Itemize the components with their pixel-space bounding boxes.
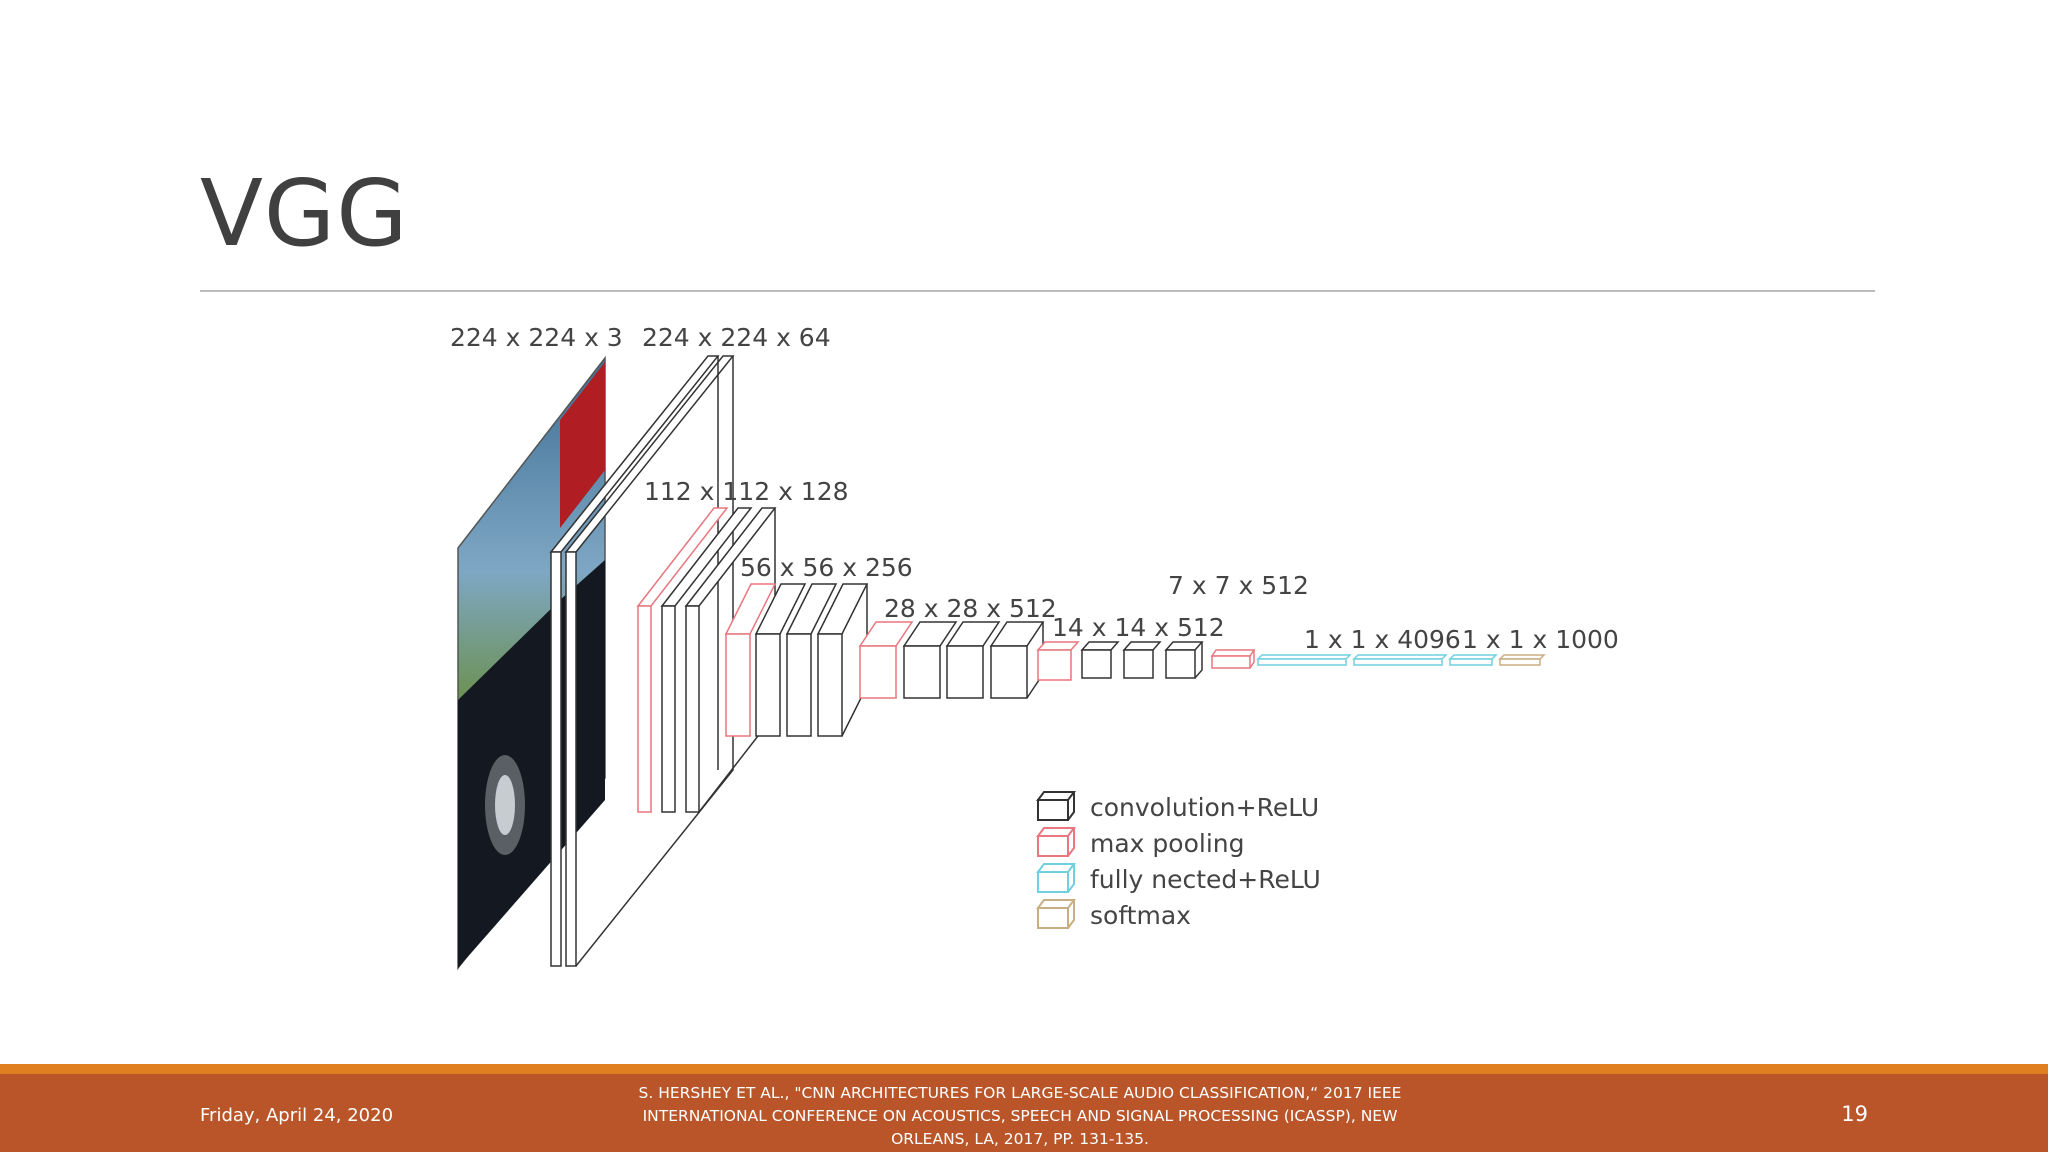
conv2-size-label: 112 x 112 x 128 — [644, 477, 849, 506]
title-divider — [200, 290, 1875, 292]
input-size-label: 224 x 224 x 3 — [450, 323, 623, 352]
footer-accent-bar — [0, 1064, 2048, 1074]
fc-size-label: 1 x 1 x 4096 — [1304, 625, 1461, 654]
legend-fc-item: fully nected+ReLU — [1036, 863, 1321, 894]
cube-icon — [1036, 827, 1076, 857]
conv3-block — [724, 583, 869, 737]
legend-pool-label: max pooling — [1090, 829, 1244, 858]
fc-layers — [1256, 654, 1498, 666]
softmax-layer — [1498, 654, 1546, 666]
input-image — [457, 355, 606, 971]
conv1-block — [549, 355, 735, 967]
pool5-size-label: 7 x 7 x 512 — [1168, 571, 1309, 600]
page-number: 19 — [1841, 1102, 1868, 1126]
conv5-block — [1036, 641, 1204, 681]
conv2-block — [636, 507, 777, 813]
cube-icon — [1036, 791, 1076, 821]
legend-conv-item: convolution+ReLU — [1036, 791, 1319, 822]
legend-pool-item: max pooling — [1036, 827, 1244, 858]
cube-icon — [1036, 899, 1076, 929]
legend: convolution+ReLU max pooling fully necte… — [1036, 791, 1321, 930]
conv4-size-label: 28 x 28 x 512 — [884, 594, 1057, 623]
legend-fc-label: fully nected+ReLU — [1090, 865, 1321, 894]
slide-title: VGG — [200, 160, 409, 267]
footer-citation: S. HERSHEY ET AL., "CNN ARCHITECTURES FO… — [638, 1084, 1402, 1148]
conv5-size-label: 14 x 14 x 512 — [1052, 613, 1225, 642]
softmax-size-label: 1 x 1 x 1000 — [1462, 625, 1619, 654]
conv4-block — [858, 621, 1045, 699]
legend-softmax-label: softmax — [1090, 901, 1191, 930]
footer-date: Friday, April 24, 2020 — [200, 1105, 394, 1126]
legend-softmax-item: softmax — [1036, 899, 1191, 930]
vgg-architecture-diagram: 224 x 224 x 3 224 x 224 x 64 112 x 112 x… — [450, 323, 1619, 971]
conv1-size-label: 224 x 224 x 64 — [642, 323, 831, 352]
cube-icon — [1036, 863, 1076, 893]
conv3-size-label: 56 x 56 x 256 — [740, 553, 913, 582]
legend-conv-label: convolution+ReLU — [1090, 793, 1319, 822]
footer: Friday, April 24, 2020 S. HERSHEY ET AL.… — [0, 1074, 2048, 1152]
pool5-block — [1210, 649, 1256, 669]
